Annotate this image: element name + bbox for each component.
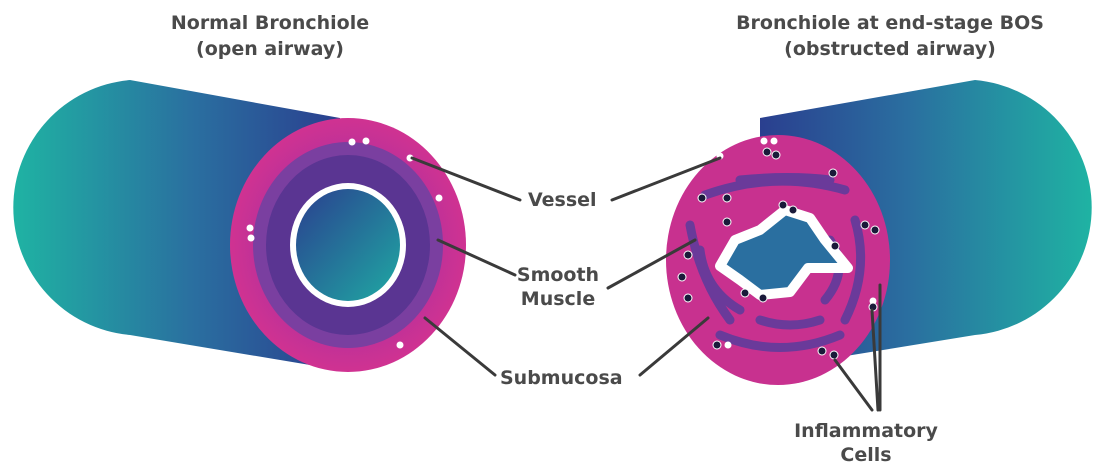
- left-bronchiole: [13, 80, 466, 372]
- inflammatory-cells-label-line1: Inflammatory: [786, 419, 946, 443]
- inflammatory-cells-label: Inflammatory Cells: [786, 419, 946, 467]
- left-title: Normal Bronchiole (open airway): [120, 10, 420, 62]
- inflammatory-cells-label-line2: Cells: [786, 443, 946, 467]
- vessel-label-text: Vessel: [528, 188, 597, 212]
- left-lumen: [296, 189, 400, 301]
- right-title-line1: Bronchiole at end-stage BOS: [700, 10, 1080, 36]
- submucosa-label-text: Submucosa: [500, 366, 623, 390]
- left-title-line1: Normal Bronchiole: [120, 10, 420, 36]
- smooth-muscle-label-line2: Muscle: [510, 287, 606, 311]
- right-title: Bronchiole at end-stage BOS (obstructed …: [700, 10, 1080, 62]
- vessel-label: Vessel: [528, 188, 597, 212]
- smooth-muscle-label-line1: Smooth: [510, 263, 606, 287]
- submucosa-leader-left: [425, 318, 495, 375]
- left-title-line2: (open airway): [120, 36, 420, 62]
- submucosa-label: Submucosa: [500, 366, 623, 390]
- right-title-line2: (obstructed airway): [700, 36, 1080, 62]
- smooth-muscle-label: Smooth Muscle: [510, 263, 606, 311]
- inflam-leader-1: [835, 360, 872, 410]
